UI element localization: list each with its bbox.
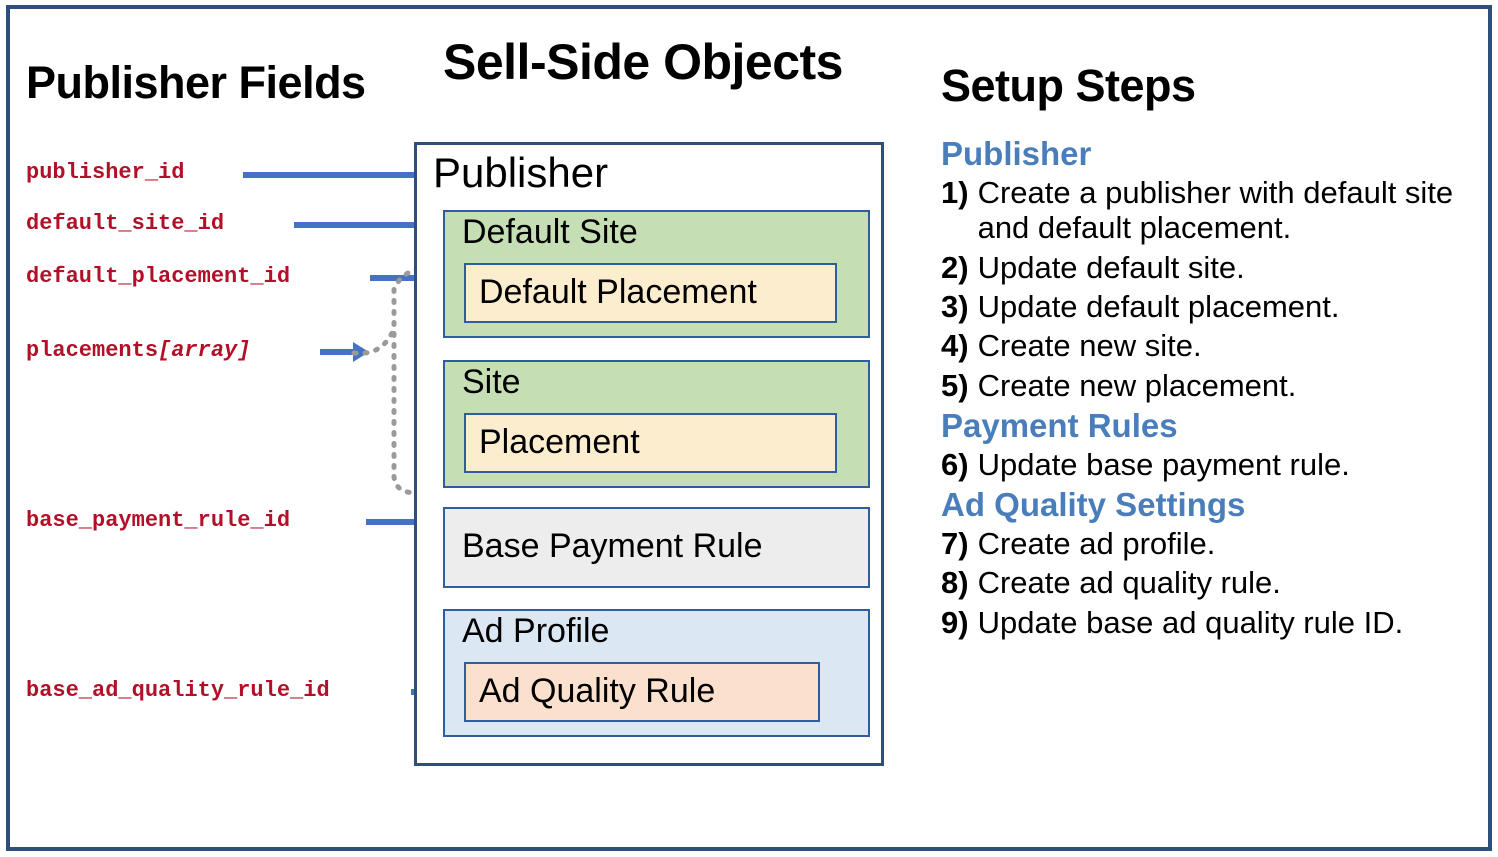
- step-text-2: Update default site.: [977, 249, 1245, 285]
- ad-quality-rule-label: Ad Quality Rule: [479, 672, 716, 710]
- ad-profile-box[interactable]: Ad Profile Ad Quality Rule: [443, 609, 870, 737]
- step-number-1: 1): [941, 174, 969, 210]
- step-number-3: 3): [941, 288, 969, 324]
- publisher-title: Publisher: [433, 149, 609, 196]
- default-site-box[interactable]: Default Site Default Placement: [443, 210, 870, 338]
- setup-step-6[interactable]: 6) Update base payment rule.: [941, 447, 1471, 482]
- setup-step-8[interactable]: 8) Create ad quality rule.: [941, 565, 1471, 600]
- placement-box[interactable]: Placement: [464, 413, 837, 473]
- outer-frame: [6, 5, 1492, 851]
- setup-steps-heading: Setup Steps: [941, 60, 1196, 111]
- placement-label: Placement: [479, 423, 640, 461]
- site-label: Site: [462, 363, 521, 401]
- site-box[interactable]: Site Placement: [443, 360, 870, 488]
- setup-group-heading-payment-rules: Payment Rules: [941, 406, 1178, 444]
- sell-side-objects-heading: Sell-Side Objects: [443, 34, 843, 90]
- setup-step-1[interactable]: 1) Create a publisher with default site …: [941, 175, 1471, 246]
- ad-profile-label: Ad Profile: [462, 612, 610, 650]
- field-name-base-ad-quality-rule-id: base_ad_quality_rule_id: [26, 678, 330, 703]
- field-name-default-placement-id: default_placement_id: [26, 264, 291, 289]
- setup-step-9[interactable]: 9) Update base ad quality rule ID.: [941, 605, 1471, 640]
- field-label-default-placement-id: default_placement_id: [26, 264, 290, 289]
- setup-group-heading-publisher: Publisher: [941, 135, 1092, 172]
- setup-steps-list: Publisher 1) Create a publisher with def…: [941, 133, 1471, 644]
- arrow-default-site-id: [294, 215, 447, 235]
- step-text-1: Create a publisher with default site and…: [977, 174, 1454, 246]
- default-placement-box[interactable]: Default Placement: [464, 263, 837, 323]
- step-text-8: Create ad quality rule.: [977, 565, 1281, 601]
- step-text-7: Create ad profile.: [977, 526, 1216, 562]
- publisher-fields-heading: Publisher Fields: [26, 57, 366, 108]
- ad-quality-rule-box[interactable]: Ad Quality Rule: [464, 662, 820, 722]
- field-label-publisher-id: publisher_id: [26, 160, 184, 185]
- step-text-3: Update default placement.: [977, 288, 1340, 324]
- field-label-placements: placements[array]: [26, 338, 250, 363]
- arrow-placements: [320, 342, 369, 362]
- setup-step-2[interactable]: 2) Update default site.: [941, 250, 1471, 285]
- field-name-base-payment-rule-id: base_payment_rule_id: [26, 508, 291, 533]
- step-number-2: 2): [941, 249, 969, 285]
- step-number-8: 8): [941, 565, 969, 601]
- step-number-5: 5): [941, 367, 969, 403]
- publisher-container[interactable]: Publisher Default Site Default Placement…: [414, 142, 884, 766]
- step-text-5: Create new placement.: [977, 367, 1297, 403]
- field-suffix-placements: [array]: [158, 338, 251, 363]
- field-label-base-ad-quality-rule-id: base_ad_quality_rule_id: [26, 678, 330, 703]
- setup-step-7[interactable]: 7) Create ad profile.: [941, 526, 1471, 561]
- field-label-default-site-id: default_site_id: [26, 211, 224, 236]
- field-name-default-site-id: default_site_id: [26, 211, 225, 236]
- step-number-4: 4): [941, 328, 969, 364]
- base-payment-rule-box[interactable]: Base Payment Rule: [443, 507, 870, 588]
- setup-step-3[interactable]: 3) Update default placement.: [941, 289, 1471, 324]
- step-number-6: 6): [941, 446, 969, 482]
- step-text-6: Update base payment rule.: [977, 446, 1350, 482]
- step-text-9: Update base ad quality rule ID.: [977, 604, 1404, 640]
- step-number-7: 7): [941, 526, 969, 562]
- base-payment-rule-label: Base Payment Rule: [462, 527, 763, 565]
- field-label-base-payment-rule-id: base_payment_rule_id: [26, 508, 290, 533]
- setup-step-4[interactable]: 4) Create new site.: [941, 328, 1471, 363]
- setup-group-heading-ad-quality-settings: Ad Quality Settings: [941, 486, 1246, 524]
- arrow-publisher-id: [243, 165, 431, 185]
- field-name-publisher-id: publisher_id: [26, 160, 185, 185]
- default-site-label: Default Site: [462, 213, 638, 251]
- step-text-4: Create new site.: [977, 328, 1202, 364]
- setup-step-5[interactable]: 5) Create new placement.: [941, 368, 1471, 403]
- step-number-9: 9): [941, 604, 969, 640]
- default-placement-label: Default Placement: [479, 273, 757, 311]
- field-name-placements: placements: [26, 338, 159, 363]
